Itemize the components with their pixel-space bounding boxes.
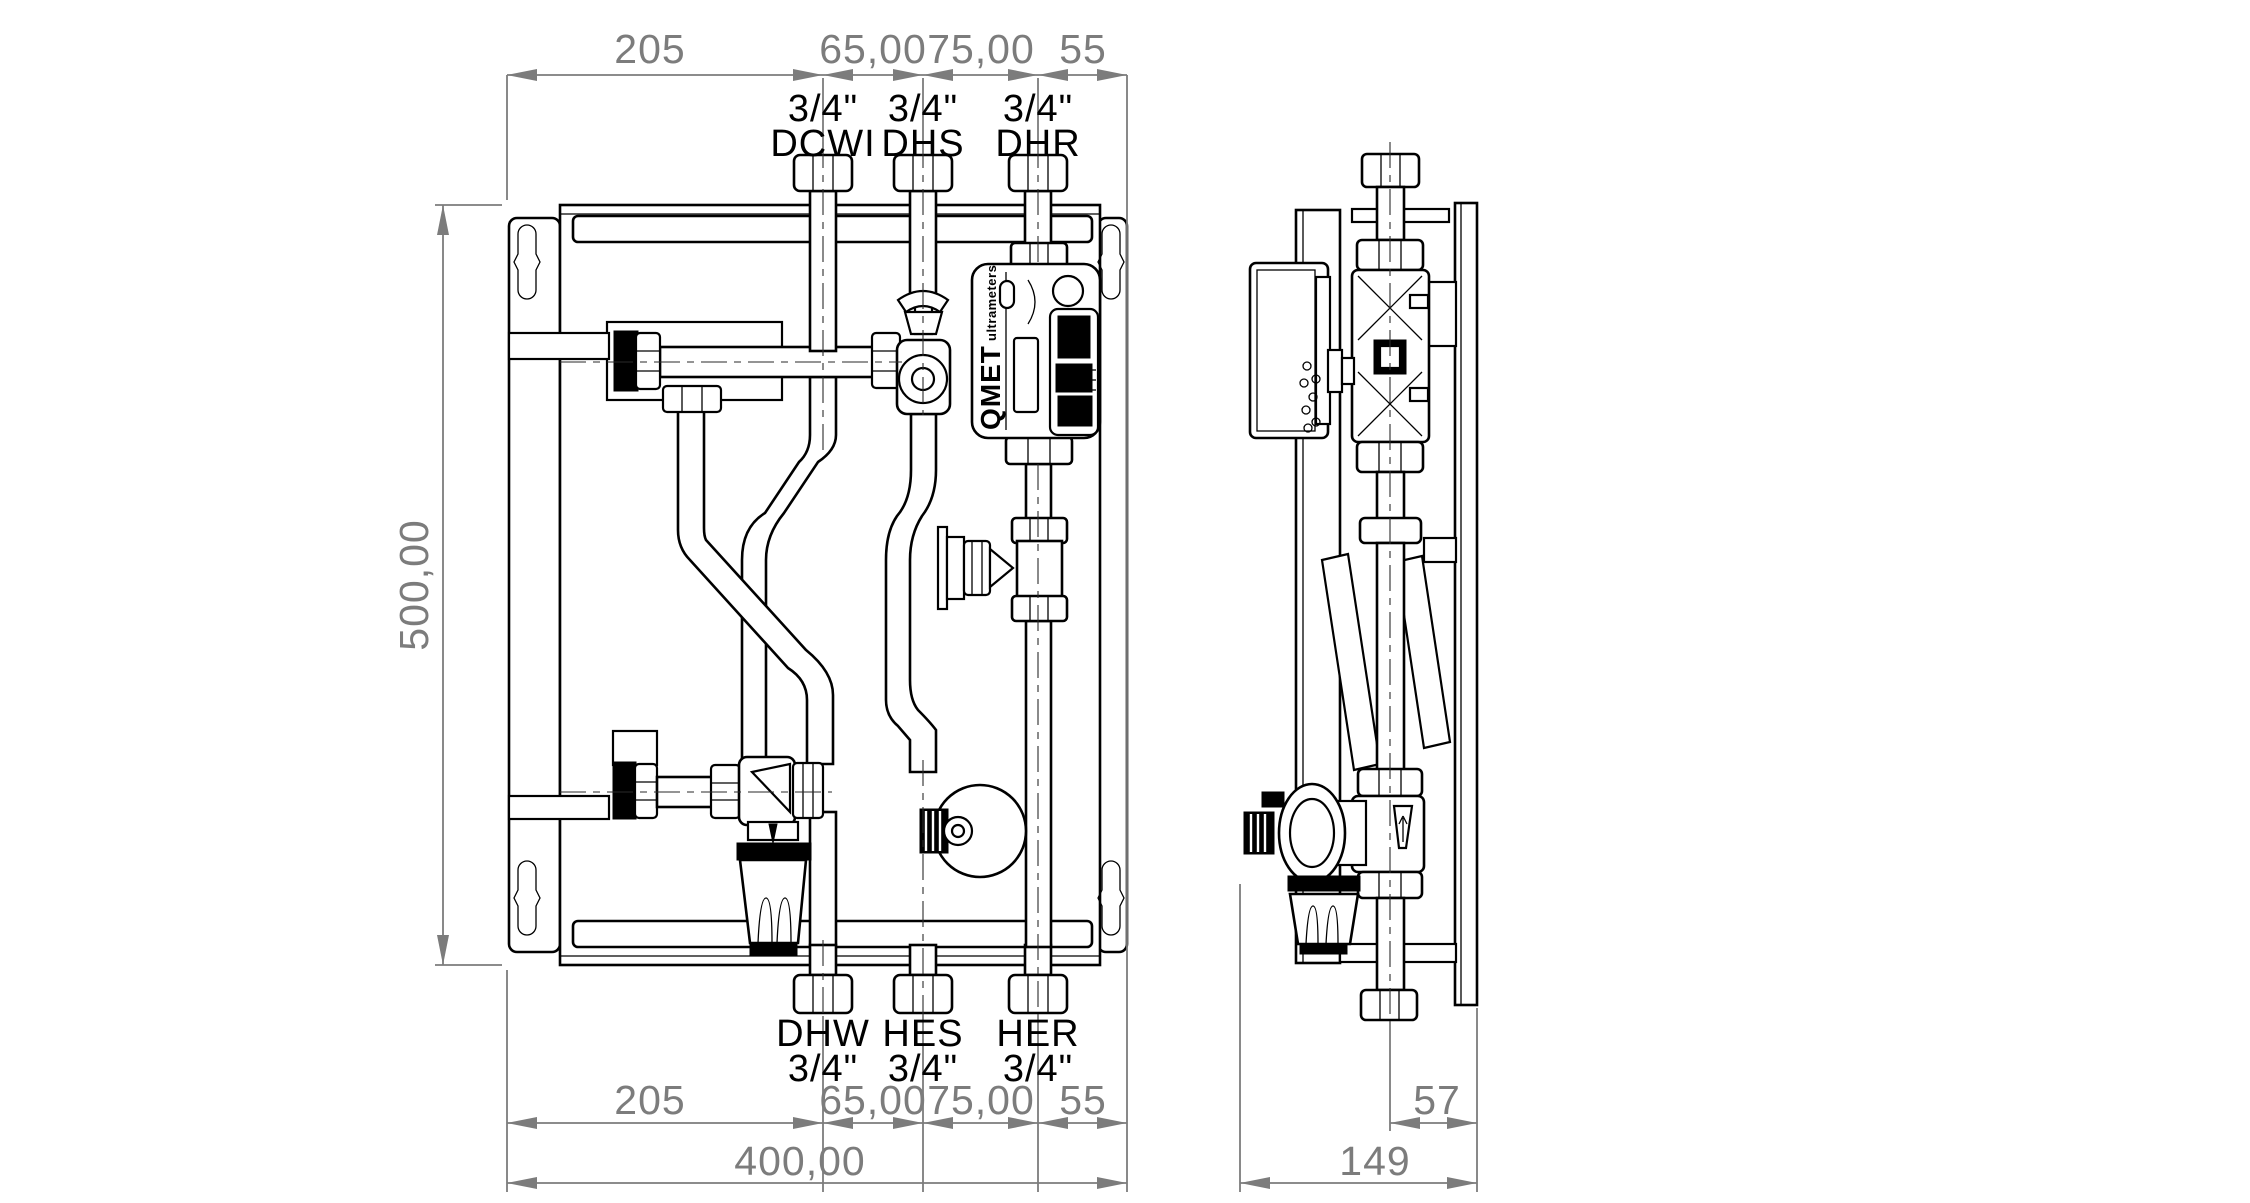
port-code: HER (996, 1013, 1079, 1055)
dim-bottom-75: 75,00 (927, 1077, 1035, 1123)
port-size: 3/4" (788, 88, 858, 130)
dim-overall-width: 400,00 (734, 1138, 865, 1184)
port-code: DHS (881, 123, 964, 165)
dim-bottom-205: 205 (614, 1077, 685, 1123)
heat-meter: QMET ultrameters (970, 262, 1102, 440)
port-label-dcwi: 3/4" DCWI (770, 88, 875, 165)
port-label-dhr: 3/4" DHR (995, 88, 1080, 165)
dim-top-55: 55 (1059, 26, 1107, 72)
port-size: 3/4" (1003, 1048, 1073, 1090)
dim-bottom-55: 55 (1059, 1077, 1107, 1123)
port-size: 3/4" (888, 88, 958, 130)
port-size: 3/4" (888, 1048, 958, 1090)
meter-display (1012, 336, 1040, 414)
dim-top-65: 65,00 (819, 26, 927, 72)
meter-series: ultrameters (984, 265, 999, 341)
pipe-bracket-to-dhw (676, 405, 835, 766)
dim-side-57: 57 (1413, 1077, 1461, 1123)
dim-top-205: 205 (614, 26, 685, 72)
strainer (736, 820, 812, 957)
dim-top-75: 75,00 (927, 26, 1035, 72)
port-label-dhw: DHW 3/4" (776, 1013, 870, 1090)
port-code: DHW (776, 1013, 870, 1055)
dim-bottom-65: 65,00 (819, 1077, 927, 1123)
port-labels: 3/4" DCWI 3/4" DHS 3/4" DHR DHW 3/4" HES… (770, 88, 1080, 1090)
lower-isolation-valve (612, 755, 825, 827)
side-meter-box (1248, 261, 1356, 440)
dim-overall-height: 500,00 (391, 519, 437, 650)
port-label-dhs: 3/4" DHS (881, 88, 964, 165)
side-thermostatic-head (1243, 782, 1368, 884)
meter-sensor-port (1051, 274, 1085, 308)
meter-brand: QMET (975, 345, 1006, 430)
pipe-dhs-drop (884, 412, 938, 774)
port-code: DHR (995, 123, 1080, 165)
port-code: DCWI (770, 123, 875, 165)
thermostatic-head (919, 783, 1028, 879)
side-strainer (1287, 875, 1361, 955)
meter-button (998, 279, 1016, 310)
diagonal-pipe-2 (1394, 554, 1452, 750)
wall-plate (1453, 201, 1479, 1007)
front-view: QMET ultrameters (507, 142, 1129, 1018)
port-label-hes: HES 3/4" (882, 1013, 963, 1090)
port-size: 3/4" (1003, 88, 1073, 130)
centerlines-front (560, 142, 1039, 1018)
check-valve-branch (936, 525, 1015, 611)
port-code: HES (882, 1013, 963, 1055)
port-size: 3/4" (788, 1048, 858, 1090)
side-view (1243, 142, 1479, 1022)
port-label-her: HER 3/4" (996, 1013, 1079, 1090)
dim-side-149: 149 (1339, 1138, 1410, 1184)
keyhole-slots (513, 224, 1125, 936)
dimensions: 205 65,00 75,00 55 205 65,00 75,00 55 40… (391, 26, 1478, 1192)
